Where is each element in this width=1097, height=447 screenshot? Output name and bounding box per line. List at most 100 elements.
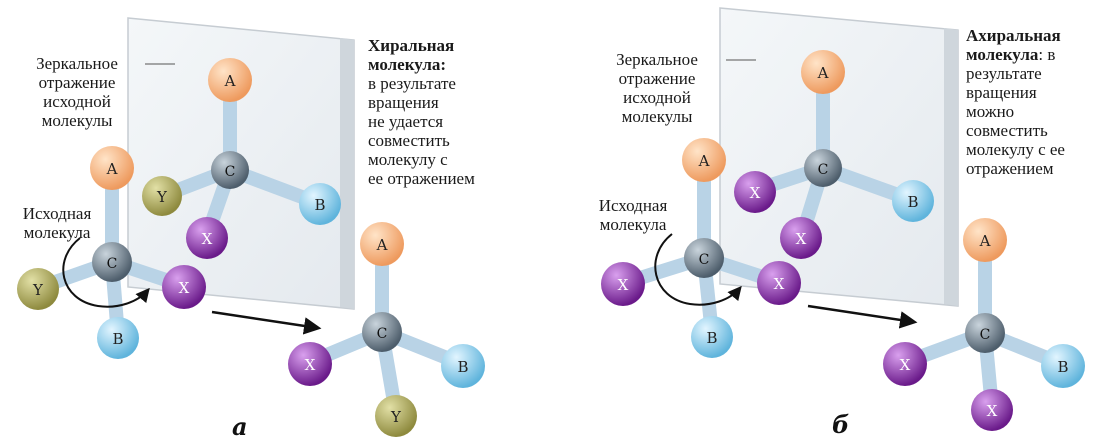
atom-a [682, 138, 726, 182]
atom-label: C [107, 256, 118, 272]
atom-b [299, 183, 341, 225]
title-suffix: : в [1038, 45, 1056, 64]
label-line: Зеркальное [36, 54, 118, 73]
atom-label: X [618, 276, 629, 294]
rotated-molecule-b: A X B C X [883, 218, 1085, 431]
label-line: исходной [623, 88, 691, 107]
atom-y [142, 176, 182, 216]
move-arrow [211, 310, 322, 335]
atom-label: C [699, 252, 710, 268]
atom-x [883, 342, 927, 386]
desc-line: в результате [368, 74, 456, 93]
atom-label: X [202, 230, 213, 248]
desc-line: молекулу с [368, 150, 448, 169]
desc-line: вращения [368, 93, 439, 112]
title-line: молекула [966, 45, 1039, 64]
atom-label: A [817, 64, 829, 82]
atom-label: C [377, 326, 388, 342]
atom-a [90, 146, 134, 190]
atom-a [208, 58, 252, 102]
atom-x [288, 342, 332, 386]
panel-a: A Y B C X A Y X C B [17, 17, 485, 437]
panel-letter-b: б [832, 410, 850, 439]
atom-label: B [706, 329, 717, 347]
atom-x [734, 171, 776, 213]
mirror-plane-b [719, 7, 959, 307]
label-line: отражение [38, 73, 116, 92]
panel-b: A X B C X A X X C B [601, 7, 1085, 431]
atom-a [801, 50, 845, 94]
label-line: молекулы [41, 111, 113, 130]
atom-x [601, 262, 645, 306]
atom-b [892, 180, 934, 222]
atom-label: C [980, 327, 991, 343]
atom-c [965, 313, 1005, 353]
move-arrow [807, 304, 918, 329]
atom-b [97, 317, 139, 359]
atom-label: X [774, 275, 785, 293]
desc-line: результате [966, 64, 1042, 83]
reflected-molecule-b: A X B C X [734, 50, 934, 259]
description-a: Хиральная молекула: в результате вращени… [368, 36, 475, 188]
atom-label: X [305, 356, 316, 374]
label-line: Зеркальное [616, 50, 698, 69]
original-label-b: Исходная молекула [578, 196, 688, 234]
atom-label: B [314, 196, 325, 214]
atom-y [375, 395, 417, 437]
reflected-molecule-a: A Y B C X [142, 58, 341, 259]
atom-label: A [979, 232, 991, 250]
atom-x [780, 217, 822, 259]
label-line: отражение [618, 69, 696, 88]
atom-label: X [987, 402, 998, 420]
desc-line: совместить [368, 131, 450, 150]
original-molecule-a: A Y X C B [17, 146, 206, 359]
atom-x [162, 265, 206, 309]
atom-label: A [106, 160, 118, 178]
original-molecule-b: A X X C B [601, 138, 801, 358]
mirror-label-a: Зеркальное отражение исходной молекулы [12, 54, 142, 130]
atom-a [360, 222, 404, 266]
label-line: Исходная [22, 204, 92, 223]
rotation-arrow [654, 233, 742, 306]
atom-c [684, 238, 724, 278]
label-line: молекула [599, 215, 667, 234]
desc-line: совместить [966, 121, 1048, 140]
atom-label: A [224, 72, 236, 90]
atom-label: Y [32, 281, 44, 299]
atom-label: A [376, 236, 388, 254]
rotated-molecule-a: A X B C Y [288, 222, 485, 437]
atom-label: B [907, 193, 918, 211]
atom-y [17, 268, 59, 310]
atom-label: X [179, 279, 190, 297]
label-line: молекулы [621, 107, 693, 126]
atom-label: X [796, 230, 807, 248]
atom-b [1041, 344, 1085, 388]
atom-label: A [698, 152, 710, 170]
atom-c [211, 151, 249, 189]
atom-label: Y [390, 408, 402, 426]
title-line: молекула: [368, 55, 447, 74]
atom-label: X [750, 184, 761, 202]
atom-x [971, 389, 1013, 431]
atom-label: B [1057, 358, 1068, 376]
atom-a [963, 218, 1007, 262]
original-label-a: Исходная молекула [2, 204, 112, 242]
panel-letter-a: а [232, 412, 248, 441]
atom-label: X [900, 356, 911, 374]
atom-label: C [818, 162, 829, 178]
mirror-label-b: Зеркальное отражение исходной молекулы [592, 50, 722, 126]
title-line: Хиральная [368, 36, 455, 55]
atom-c [362, 312, 402, 352]
label-line: исходной [43, 92, 111, 111]
atom-label: Y [156, 188, 168, 206]
atom-b [691, 316, 733, 358]
title-line: Ахиральная [966, 26, 1061, 45]
atom-x [186, 217, 228, 259]
description-b: Ахиральная молекула: в результате вращен… [966, 26, 1065, 178]
atom-b [441, 344, 485, 388]
desc-line: молекулу с ее [966, 140, 1065, 159]
rotation-arrow [62, 237, 150, 308]
desc-line: отражением [966, 159, 1054, 178]
label-line: молекула [23, 223, 91, 242]
